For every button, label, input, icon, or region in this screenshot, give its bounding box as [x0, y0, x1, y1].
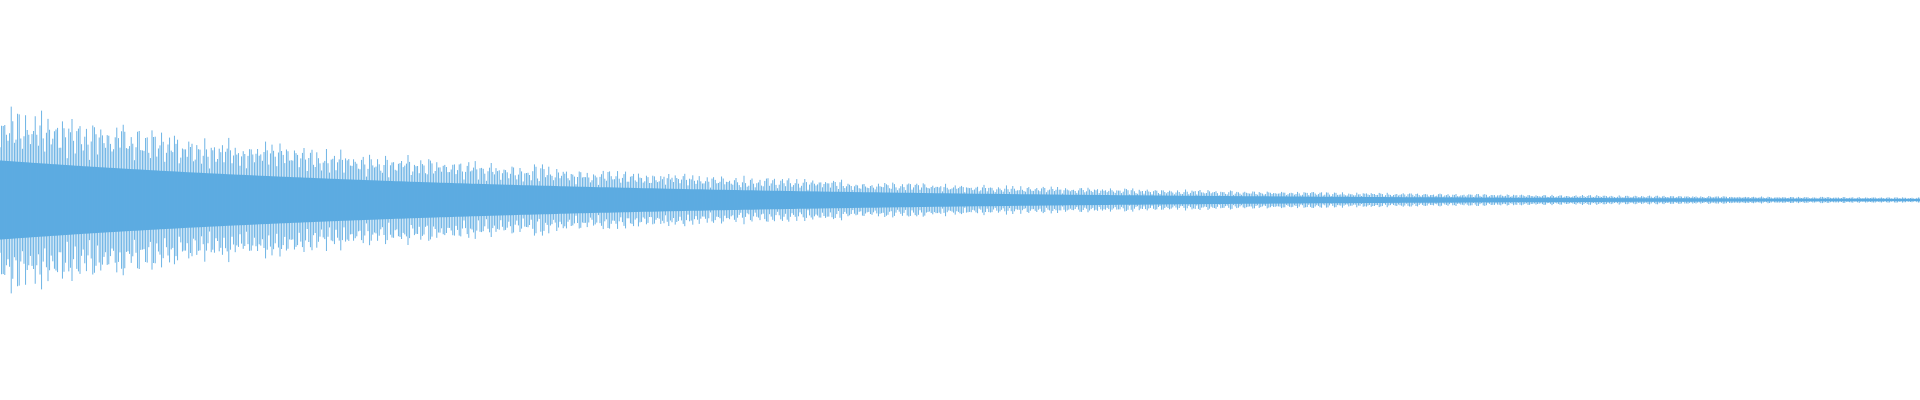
waveform-bars — [0, 106, 1920, 294]
